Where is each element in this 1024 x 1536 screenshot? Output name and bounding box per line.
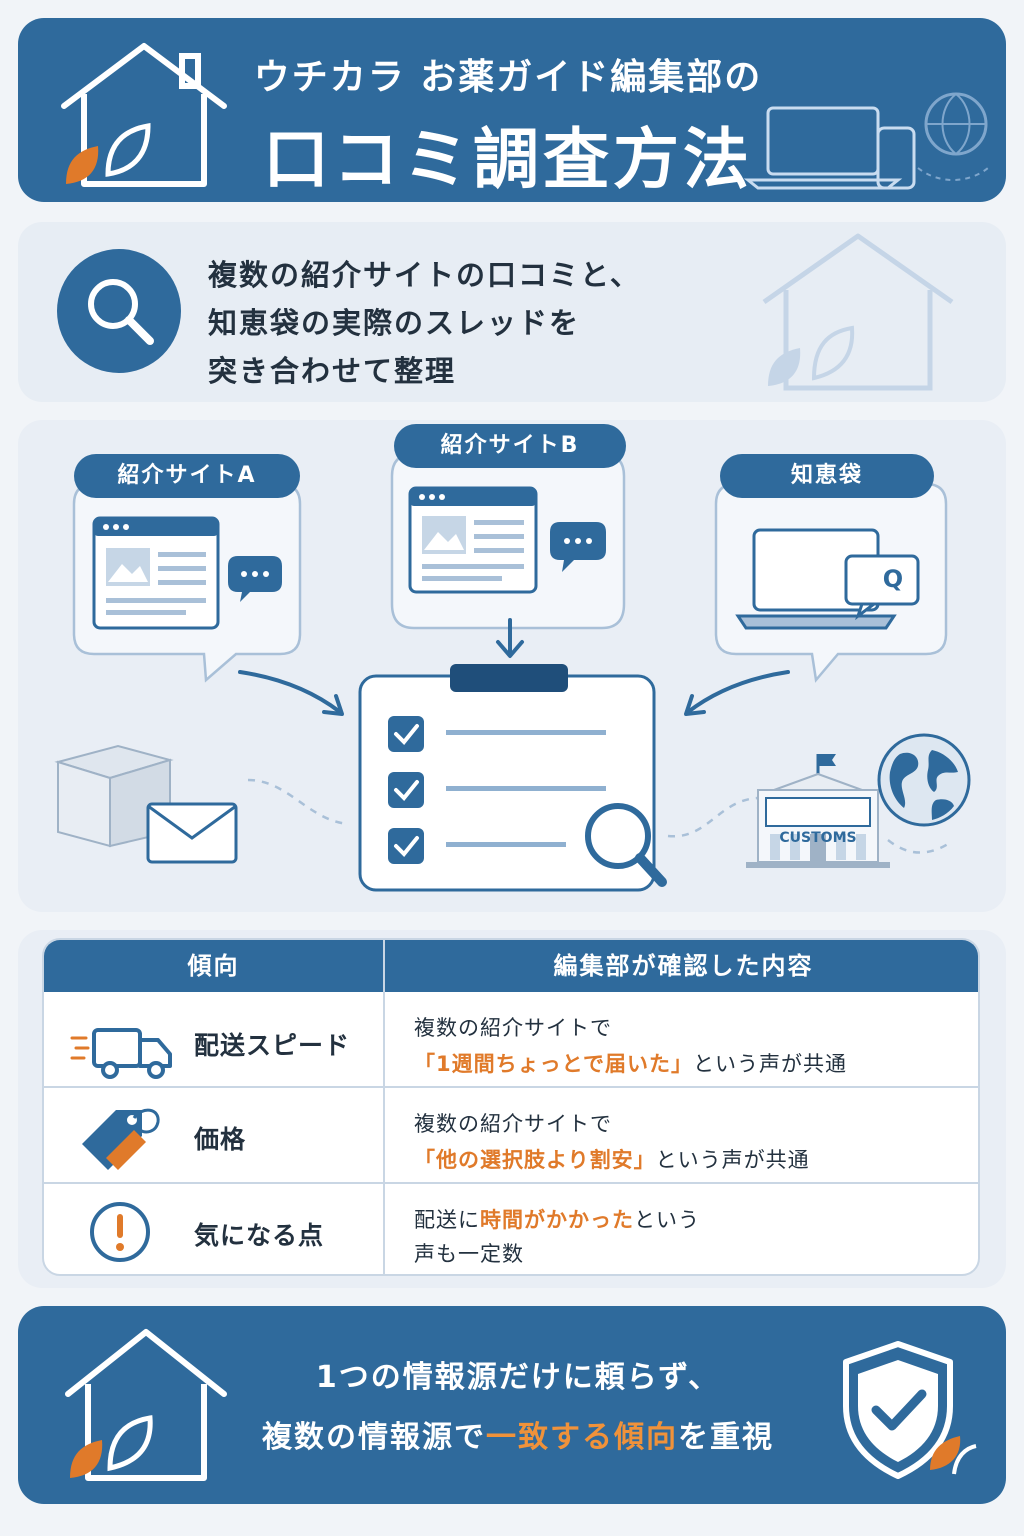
footer-line-1: 1つの情報源だけに頼らず、	[315, 1360, 721, 1395]
highlight-text: 時間がかかった	[480, 1208, 634, 1232]
site-b-label: 紹介サイトB	[394, 424, 626, 468]
footer-highlight: 一致する傾向	[486, 1420, 678, 1455]
desc-text: という声が共通	[655, 1148, 810, 1172]
desc-text: という	[634, 1208, 700, 1232]
row-desc-delivery-line2: 「1週間ちょっとで届いた」という声が共通	[414, 1048, 847, 1078]
row-category-price: 価格	[194, 1125, 247, 1154]
search-icon	[57, 249, 181, 373]
house-watermark-icon	[762, 233, 954, 391]
highlight-text: 「1週間ちょっとで届いた」	[414, 1052, 693, 1076]
header-title: 口コミ調査方法	[263, 121, 753, 198]
row-desc-delivery-line1: 複数の紹介サイトで	[414, 1016, 612, 1040]
warning-icon	[90, 1202, 150, 1262]
row-desc-concern-line1: 配送に時間がかかったという	[414, 1204, 700, 1234]
checklist-clipboard	[358, 664, 667, 892]
table-header-content: 編集部が確認した内容	[553, 952, 814, 980]
table-header-trend: 傾向	[187, 952, 240, 980]
footer-text: 複数の情報源で	[262, 1420, 486, 1455]
customs-building-icon	[746, 754, 890, 868]
customs-label: CUSTOMS	[779, 830, 857, 846]
header-banner: ウチカラ お薬ガイド編集部の 口コミ調査方法	[18, 18, 1006, 202]
row-divider	[44, 1182, 978, 1184]
highlight-text: 「他の選択肢より割安」	[414, 1148, 656, 1172]
chiebukuro-label: 知恵袋	[720, 454, 934, 498]
shield-check-icon	[843, 1341, 977, 1479]
price-tag-icon	[82, 1108, 160, 1170]
header-subtitle: ウチカラ お薬ガイド編集部の	[253, 57, 763, 98]
trend-table: 傾向 編集部が確認した内容 配送スピード 複数の紹介サイトで 「1週間ちょっとで…	[42, 938, 980, 1276]
site-b-bubble	[390, 452, 626, 630]
site-a-label: 紹介サイトA	[74, 454, 300, 498]
sources-diagram: 紹介サイトA 紹介サイトB Q 知恵袋	[18, 420, 1006, 912]
house-leaf-icon	[65, 1329, 227, 1481]
row-category-delivery: 配送スピード	[194, 1031, 351, 1060]
footer-banner: 1つの情報源だけに頼らず、 複数の情報源で一致する傾向を重視	[18, 1306, 1006, 1504]
table-divider	[383, 940, 385, 1274]
row-desc-price-line2: 「他の選択肢より割安」という声が共通	[414, 1144, 810, 1174]
intro-line-2: 知恵袋の実際のスレッドを	[208, 306, 581, 340]
row-divider	[44, 1086, 978, 1088]
footer-line-2: 複数の情報源で一致する傾向を重視	[218, 1412, 818, 1456]
trend-table-card: 傾向 編集部が確認した内容 配送スピード 複数の紹介サイトで 「1週間ちょっとで…	[18, 930, 1006, 1288]
desc-text: という声が共通	[692, 1052, 847, 1076]
row-desc-price-line1: 複数の紹介サイトで	[414, 1112, 612, 1136]
intro-line-1: 複数の紹介サイトの口コミと、	[208, 258, 641, 292]
package-mail-icon	[54, 744, 238, 864]
row-category-concern: 気になる点	[194, 1221, 325, 1250]
desc-text: 配送に	[414, 1208, 480, 1232]
qa-badge: Q	[882, 565, 904, 593]
intro-card: 複数の紹介サイトの口コミと、 知恵袋の実際のスレッドを 突き合わせて整理	[18, 222, 1006, 402]
table-header-row	[44, 940, 978, 992]
chiebukuro-bubble	[714, 482, 948, 683]
intro-line-3: 突き合わせて整理	[208, 354, 457, 388]
truck-icon	[70, 1028, 172, 1079]
row-desc-concern-line2: 声も一定数	[414, 1242, 524, 1266]
footer-text: を重視	[678, 1420, 774, 1455]
flow-arrows	[238, 618, 949, 854]
site-a-bubble	[72, 482, 302, 683]
globe-icon	[877, 733, 971, 827]
devices-icon	[743, 92, 989, 190]
house-leaf-icon	[61, 43, 227, 187]
